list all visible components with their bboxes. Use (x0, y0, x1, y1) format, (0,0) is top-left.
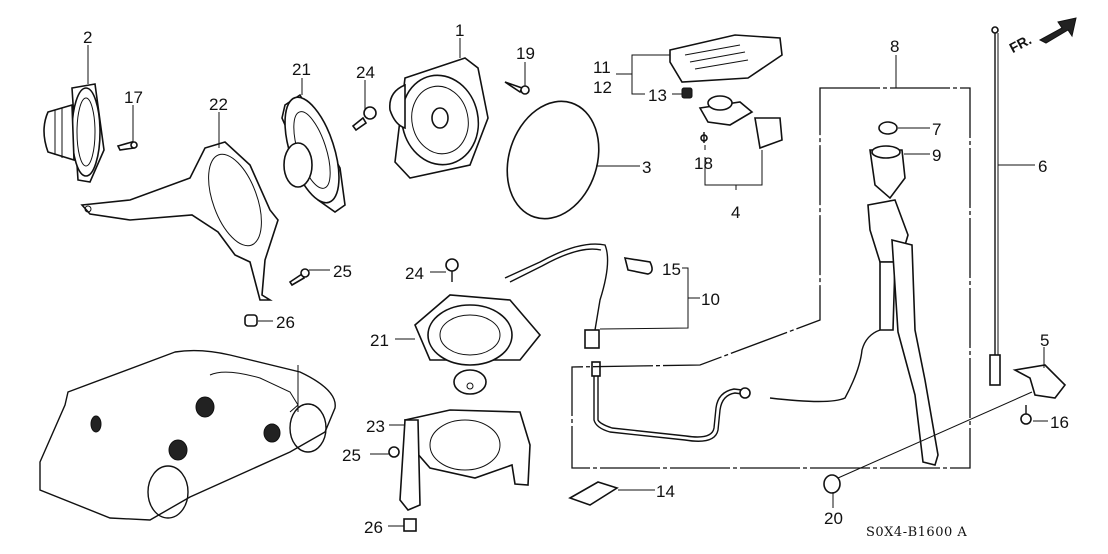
label-3: 3 (642, 158, 652, 177)
drawing-code: S0X4-B1600 A (866, 525, 968, 540)
bolt-part-25-lower[interactable] (388, 446, 400, 458)
bracket-part-5[interactable] (1012, 364, 1067, 399)
label-21-lower: 21 (370, 331, 389, 350)
label-22: 22 (209, 95, 228, 114)
label-26-upper: 26 (276, 313, 295, 332)
label-25-lower: 25 (342, 446, 361, 465)
screw-part-17[interactable] (116, 141, 138, 151)
label-12: 12 (593, 78, 612, 97)
label-14: 14 (656, 482, 675, 501)
antenna-base-part-8[interactable] (867, 199, 939, 466)
nut-part-7[interactable] (878, 121, 898, 135)
screw-part-19[interactable] (504, 81, 530, 95)
label-5: 5 (1040, 331, 1050, 350)
front-arrow-icon (1038, 17, 1077, 44)
label-26-lower: 26 (364, 518, 383, 537)
label-15: 15 (662, 260, 681, 279)
label-19: 19 (516, 44, 535, 63)
cable-part-10[interactable] (504, 243, 609, 349)
label-4: 4 (731, 203, 741, 222)
clip-part-26-lower[interactable] (403, 518, 417, 532)
speaker-part-21-upper[interactable] (274, 91, 350, 213)
label-8: 8 (890, 37, 900, 56)
label-18: 18 (694, 154, 713, 173)
leader-lines (87, 38, 1048, 527)
speaker-part-21-lower[interactable] (414, 294, 542, 395)
bolt-part-16[interactable] (1020, 405, 1032, 425)
antenna-feeder-cable[interactable] (591, 329, 881, 442)
label-9: 9 (932, 146, 942, 165)
pad-part-9[interactable] (869, 145, 906, 200)
label-23: 23 (366, 417, 385, 436)
label-21-upper: 21 (292, 60, 311, 79)
clip-part-26-upper[interactable] (244, 314, 258, 327)
bolt-part-25-upper[interactable] (288, 268, 310, 287)
label-24-upper: 24 (356, 63, 375, 82)
speaker-part-2[interactable] (43, 83, 105, 183)
screw-part-18[interactable] (700, 132, 708, 143)
bolt-part-24-lower[interactable] (445, 258, 459, 282)
speaker-part-1[interactable] (388, 57, 489, 179)
grommet-part-20[interactable] (823, 474, 841, 494)
tweeter-part-4[interactable] (698, 95, 783, 150)
label-6: 6 (1038, 157, 1048, 176)
label-7: 7 (932, 120, 942, 139)
label-16: 16 (1050, 413, 1069, 432)
felt-disc-part-3[interactable] (493, 89, 614, 230)
pad-part-14[interactable] (568, 481, 619, 506)
clip-part-15[interactable] (623, 257, 653, 275)
label-25-upper: 25 (333, 262, 352, 281)
label-13: 13 (648, 86, 667, 105)
antenna-assembly-box (571, 87, 971, 469)
label-11: 11 (593, 58, 611, 77)
label-2: 2 (83, 28, 93, 47)
bracket-part-22[interactable] (80, 141, 279, 301)
grille-part-11-12[interactable] (669, 34, 783, 83)
label-1: 1 (455, 21, 465, 40)
label-20: 20 (824, 509, 843, 528)
label-24-lower: 24 (405, 264, 424, 283)
antenna-mast-part-6[interactable] (989, 26, 1001, 386)
bolt-part-24-upper[interactable] (351, 106, 377, 132)
bracket-part-23[interactable] (399, 409, 531, 511)
vehicle-location-outline (39, 349, 336, 521)
label-17: 17 (124, 88, 143, 107)
label-10: 10 (701, 290, 720, 309)
clip-part-13[interactable] (681, 87, 693, 99)
